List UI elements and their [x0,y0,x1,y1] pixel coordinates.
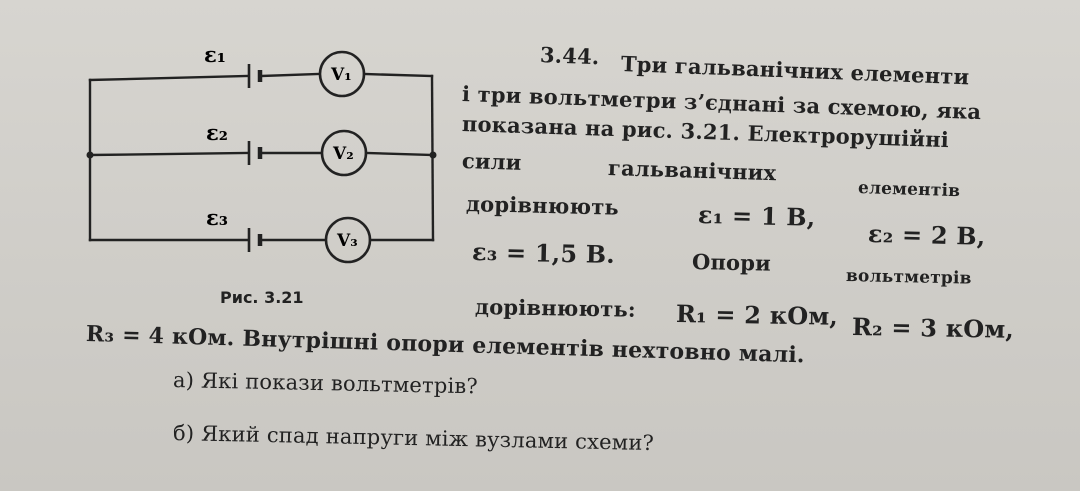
problem-line-10: ε₃ = 1,5 В. [471,237,616,269]
voltmeter-label-3: V₃ [336,231,358,251]
figure-caption: Рис. 3.21 [220,288,304,307]
circuit-diagram: ε₁ ε₂ ε₃ V₁ V₂ V₃ [86,42,437,264]
problem-line-14: R₁ = 2 кОм, [675,299,839,331]
problem-number: 3.44. [539,42,600,70]
problem-line-5: гальванічних [607,155,777,186]
question-b: б) Який спад напруги між вузлами схеми? [172,421,655,456]
problem-line-4: сили [461,148,522,175]
branch-3 [88,216,435,264]
problem-line-16: R₃ = 4 кОм. Внутрішні опори елементів не… [85,321,806,369]
emf-label-1: ε₁ [204,42,226,67]
problem-line-6: елементів [857,178,961,202]
problem-line-8: ε₁ = 1 В, [697,200,816,232]
voltmeter-label-2: V₂ [332,144,354,164]
problem-line-12: вольтметрів [845,266,972,289]
problem-line-7: дорівнюють [465,191,620,220]
problem-line-9: ε₂ = 2 В, [867,219,986,251]
problem-line-1: Три гальванічних елементи [620,51,970,90]
problem-line-13: дорівнюють: [474,294,637,322]
branch-1 [88,50,434,98]
voltmeter-label-1: V₁ [330,65,352,85]
emf-label-3: ε₃ [206,205,228,230]
problem-line-15: R₂ = 3 кОм, [851,312,1015,344]
problem-line-11: Опори [691,249,772,276]
emf-label-2: ε₂ [206,120,228,145]
question-a: а) Які покази вольтметрів? [172,368,479,399]
branch-2 [88,129,435,177]
